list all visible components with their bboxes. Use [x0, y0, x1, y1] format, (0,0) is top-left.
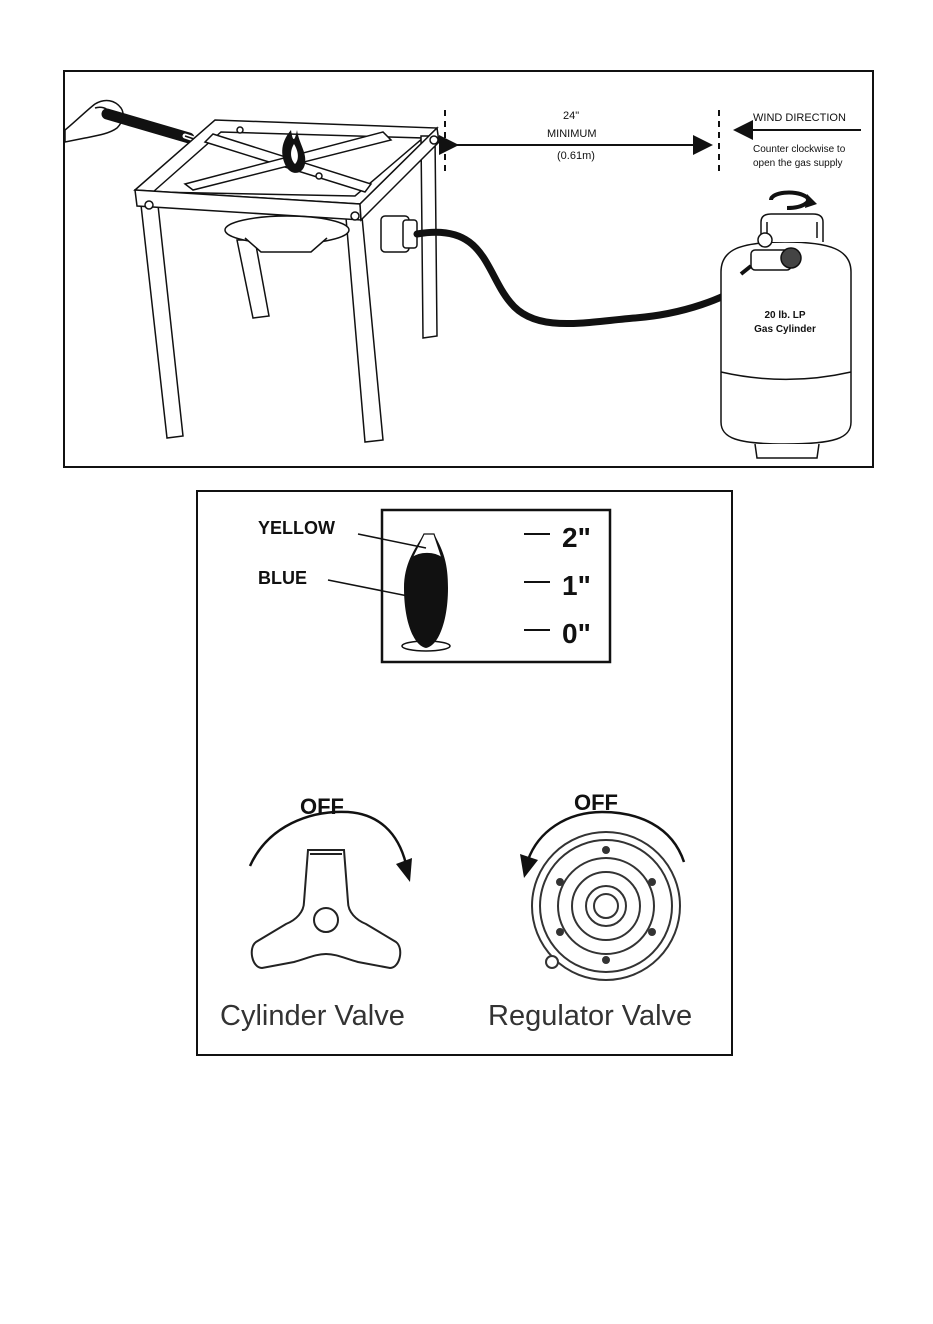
cylinder-valve-caption: Cylinder Valve: [220, 1000, 405, 1033]
gas-hose: [417, 232, 745, 323]
blue-label: BLUE: [258, 568, 307, 589]
distance-metric: (0.61m): [557, 150, 595, 162]
wind-direction-label: WIND DIRECTION: [753, 112, 846, 124]
regulator-valve-icon: [532, 832, 680, 980]
cylinder-valve-icon: [252, 850, 401, 968]
cylinder-label-line1: 20 lb. LP: [755, 310, 815, 321]
flame-and-valves-panel: YELLOW BLUE 2" 1" 0" OFF OFF Cylinder Va…: [196, 490, 733, 1056]
scale-label-0: 0": [562, 618, 591, 650]
valve-note-line1: Counter clockwise to: [753, 144, 845, 155]
distance-minimum-label: MINIMUM: [547, 128, 597, 140]
cylinder-label-line2: Gas Cylinder: [745, 324, 825, 335]
counterclockwise-arrow-icon: [771, 193, 817, 208]
regulator-valve-caption: Regulator Valve: [488, 1000, 692, 1033]
valve-note-line2: open the gas supply: [753, 158, 843, 169]
cylinder-off-label: OFF: [300, 794, 344, 820]
burner-stand-icon: [135, 120, 439, 442]
distance-value: 24": [563, 110, 579, 122]
scale-label-1: 1": [562, 570, 591, 602]
setup-diagram-panel: 24" MINIMUM (0.61m) WIND DIRECTION Count…: [63, 70, 874, 468]
burner-setup-illustration: [65, 72, 876, 470]
yellow-label: YELLOW: [258, 518, 335, 539]
regulator-off-label: OFF: [574, 790, 618, 816]
gas-cylinder-icon: [721, 214, 851, 458]
scale-label-2: 2": [562, 522, 591, 554]
